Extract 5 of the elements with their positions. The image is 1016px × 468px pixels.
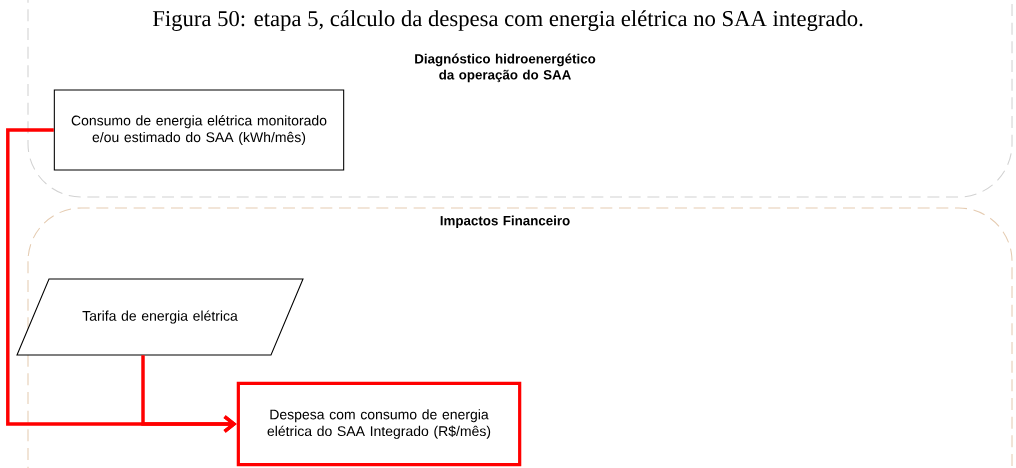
- process-box: Consumo de energia elétrica monitorado e/ou estimado do SAA (kWh/mês): [53, 89, 345, 171]
- caption-title: Figura 50: etapa 5, cálculo da despesa com energia elétrica no SAA integrado.: [152, 10, 863, 31]
- process-box: Despesa com consumo de energia elétrica do SAA Integrado (R$/mês): [236, 381, 522, 467]
- arrow: [141, 355, 237, 433]
- data-parallelogram: Tarifa de energia elétrica: [16, 278, 304, 356]
